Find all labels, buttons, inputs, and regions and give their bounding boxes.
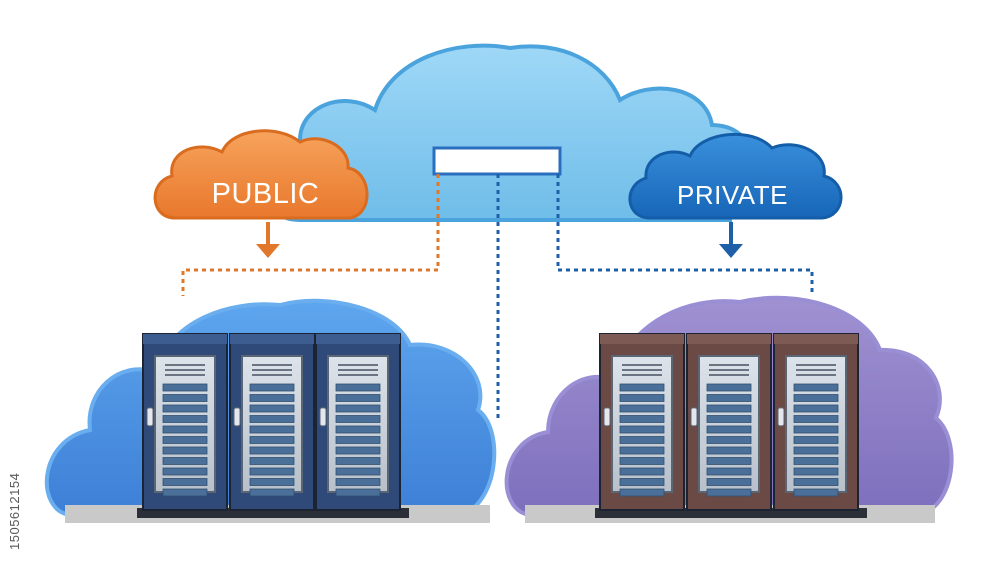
server-racks [137, 333, 867, 518]
server-rack-icon [773, 333, 859, 511]
server-rack-icon [142, 333, 228, 511]
private-cloud-icon [628, 132, 843, 220]
server-rack-icon [315, 333, 401, 511]
server-rack-icon [686, 333, 772, 511]
server-rack-icon [229, 333, 315, 511]
connector-lines [181, 174, 814, 420]
server-rack-icon [599, 333, 685, 511]
private-cloud-label: PRIVATE [677, 180, 788, 210]
public-cloud-label: PUBLIC [211, 178, 320, 210]
central-hub-box [432, 146, 562, 176]
public-cloud-icon [153, 129, 369, 220]
down-arrow-icon [719, 222, 743, 258]
down-arrow-icon [256, 222, 280, 258]
side-caption: 1505612154 [7, 472, 22, 550]
